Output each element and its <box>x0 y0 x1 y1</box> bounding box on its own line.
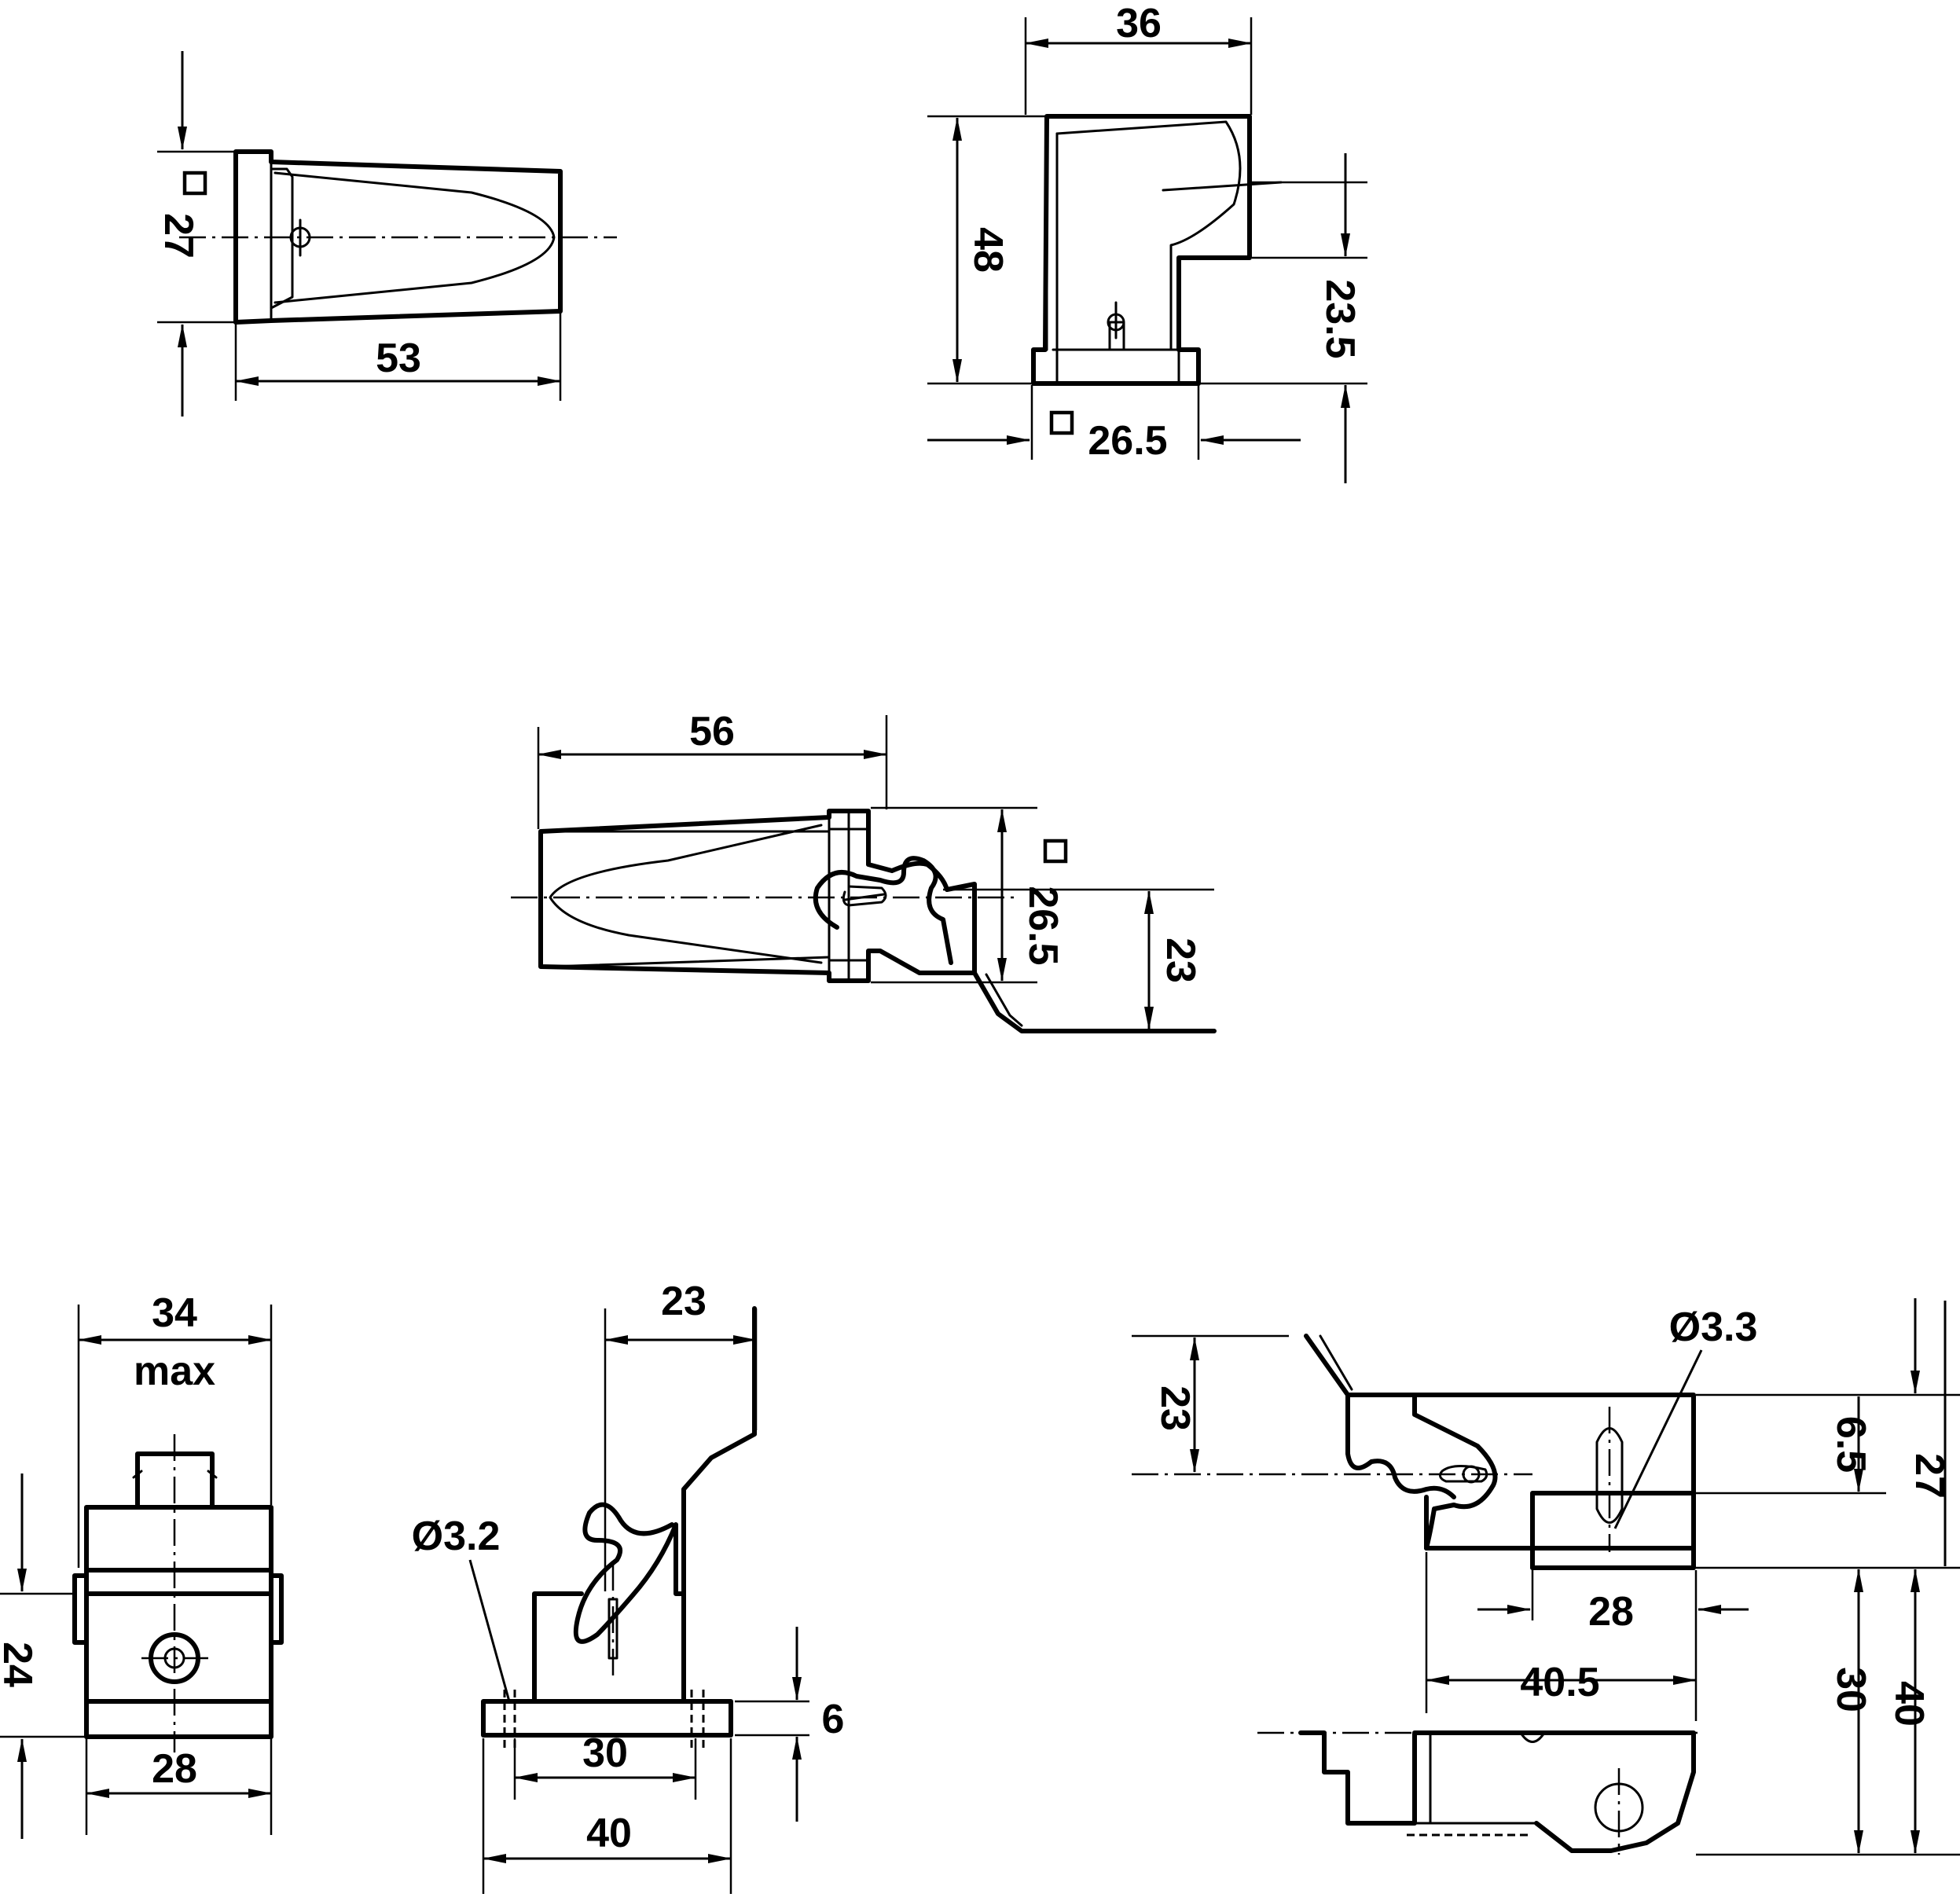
view-bottom-middle: 23 Ø3.2 6 30 40 <box>412 1279 845 1894</box>
dim-height-label: 48 <box>965 227 1011 273</box>
dim-height-left-label: 23 <box>1152 1385 1198 1431</box>
view-bottom-left: 34 max 24 28 <box>0 1290 284 1839</box>
dim-base-label: 26.5 <box>1088 418 1167 464</box>
dim-top-label: 23 <box>661 1279 707 1324</box>
view-top-left: 27 53 <box>156 51 617 417</box>
dim-small-label: 6.5 <box>1828 1416 1874 1473</box>
dim-total-top-label: 27 <box>1907 1453 1952 1499</box>
dim-length-label: 53 <box>376 336 421 381</box>
view-middle: 56 26.5 23 <box>511 709 1217 1033</box>
dim-top-label: 36 <box>1116 1 1162 46</box>
view-top-right: 36 48 23.5 26.5 <box>927 1 1367 483</box>
dim-height-label: 24 <box>0 1642 40 1687</box>
dim-hole-label: Ø3.3 <box>1669 1305 1758 1350</box>
dim-length-label: 56 <box>689 709 735 754</box>
dim-hole-label: Ø3.2 <box>412 1514 501 1559</box>
dim-hole-spacing-label: 30 <box>582 1730 628 1776</box>
dim-width-note: max <box>134 1349 215 1394</box>
dim-lower-label: 30 <box>1828 1667 1874 1712</box>
dim-width-label: 27 <box>156 213 201 259</box>
square-symbol-icon <box>1049 410 1074 435</box>
dim-outer-label: 40.5 <box>1520 1660 1599 1705</box>
square-symbol-icon <box>1043 839 1068 864</box>
dim-inner-label: 28 <box>1588 1589 1634 1635</box>
dim-lower-total-label: 40 <box>1886 1681 1932 1727</box>
dim-width-label: 34 <box>152 1290 197 1336</box>
dim-thickness-label: 6 <box>822 1697 845 1742</box>
dim-offset-label: 23.5 <box>1317 279 1363 358</box>
square-symbol-icon <box>182 171 207 196</box>
dim-height-label: 23 <box>1158 938 1203 983</box>
dim-base-label: 28 <box>152 1746 197 1792</box>
view-bottom-right: 23 Ø3.3 6.5 27 28 40.5 30 40 <box>1132 1298 1960 1856</box>
dim-square-label: 26.5 <box>1020 886 1066 965</box>
dim-base-label: 40 <box>586 1811 632 1856</box>
